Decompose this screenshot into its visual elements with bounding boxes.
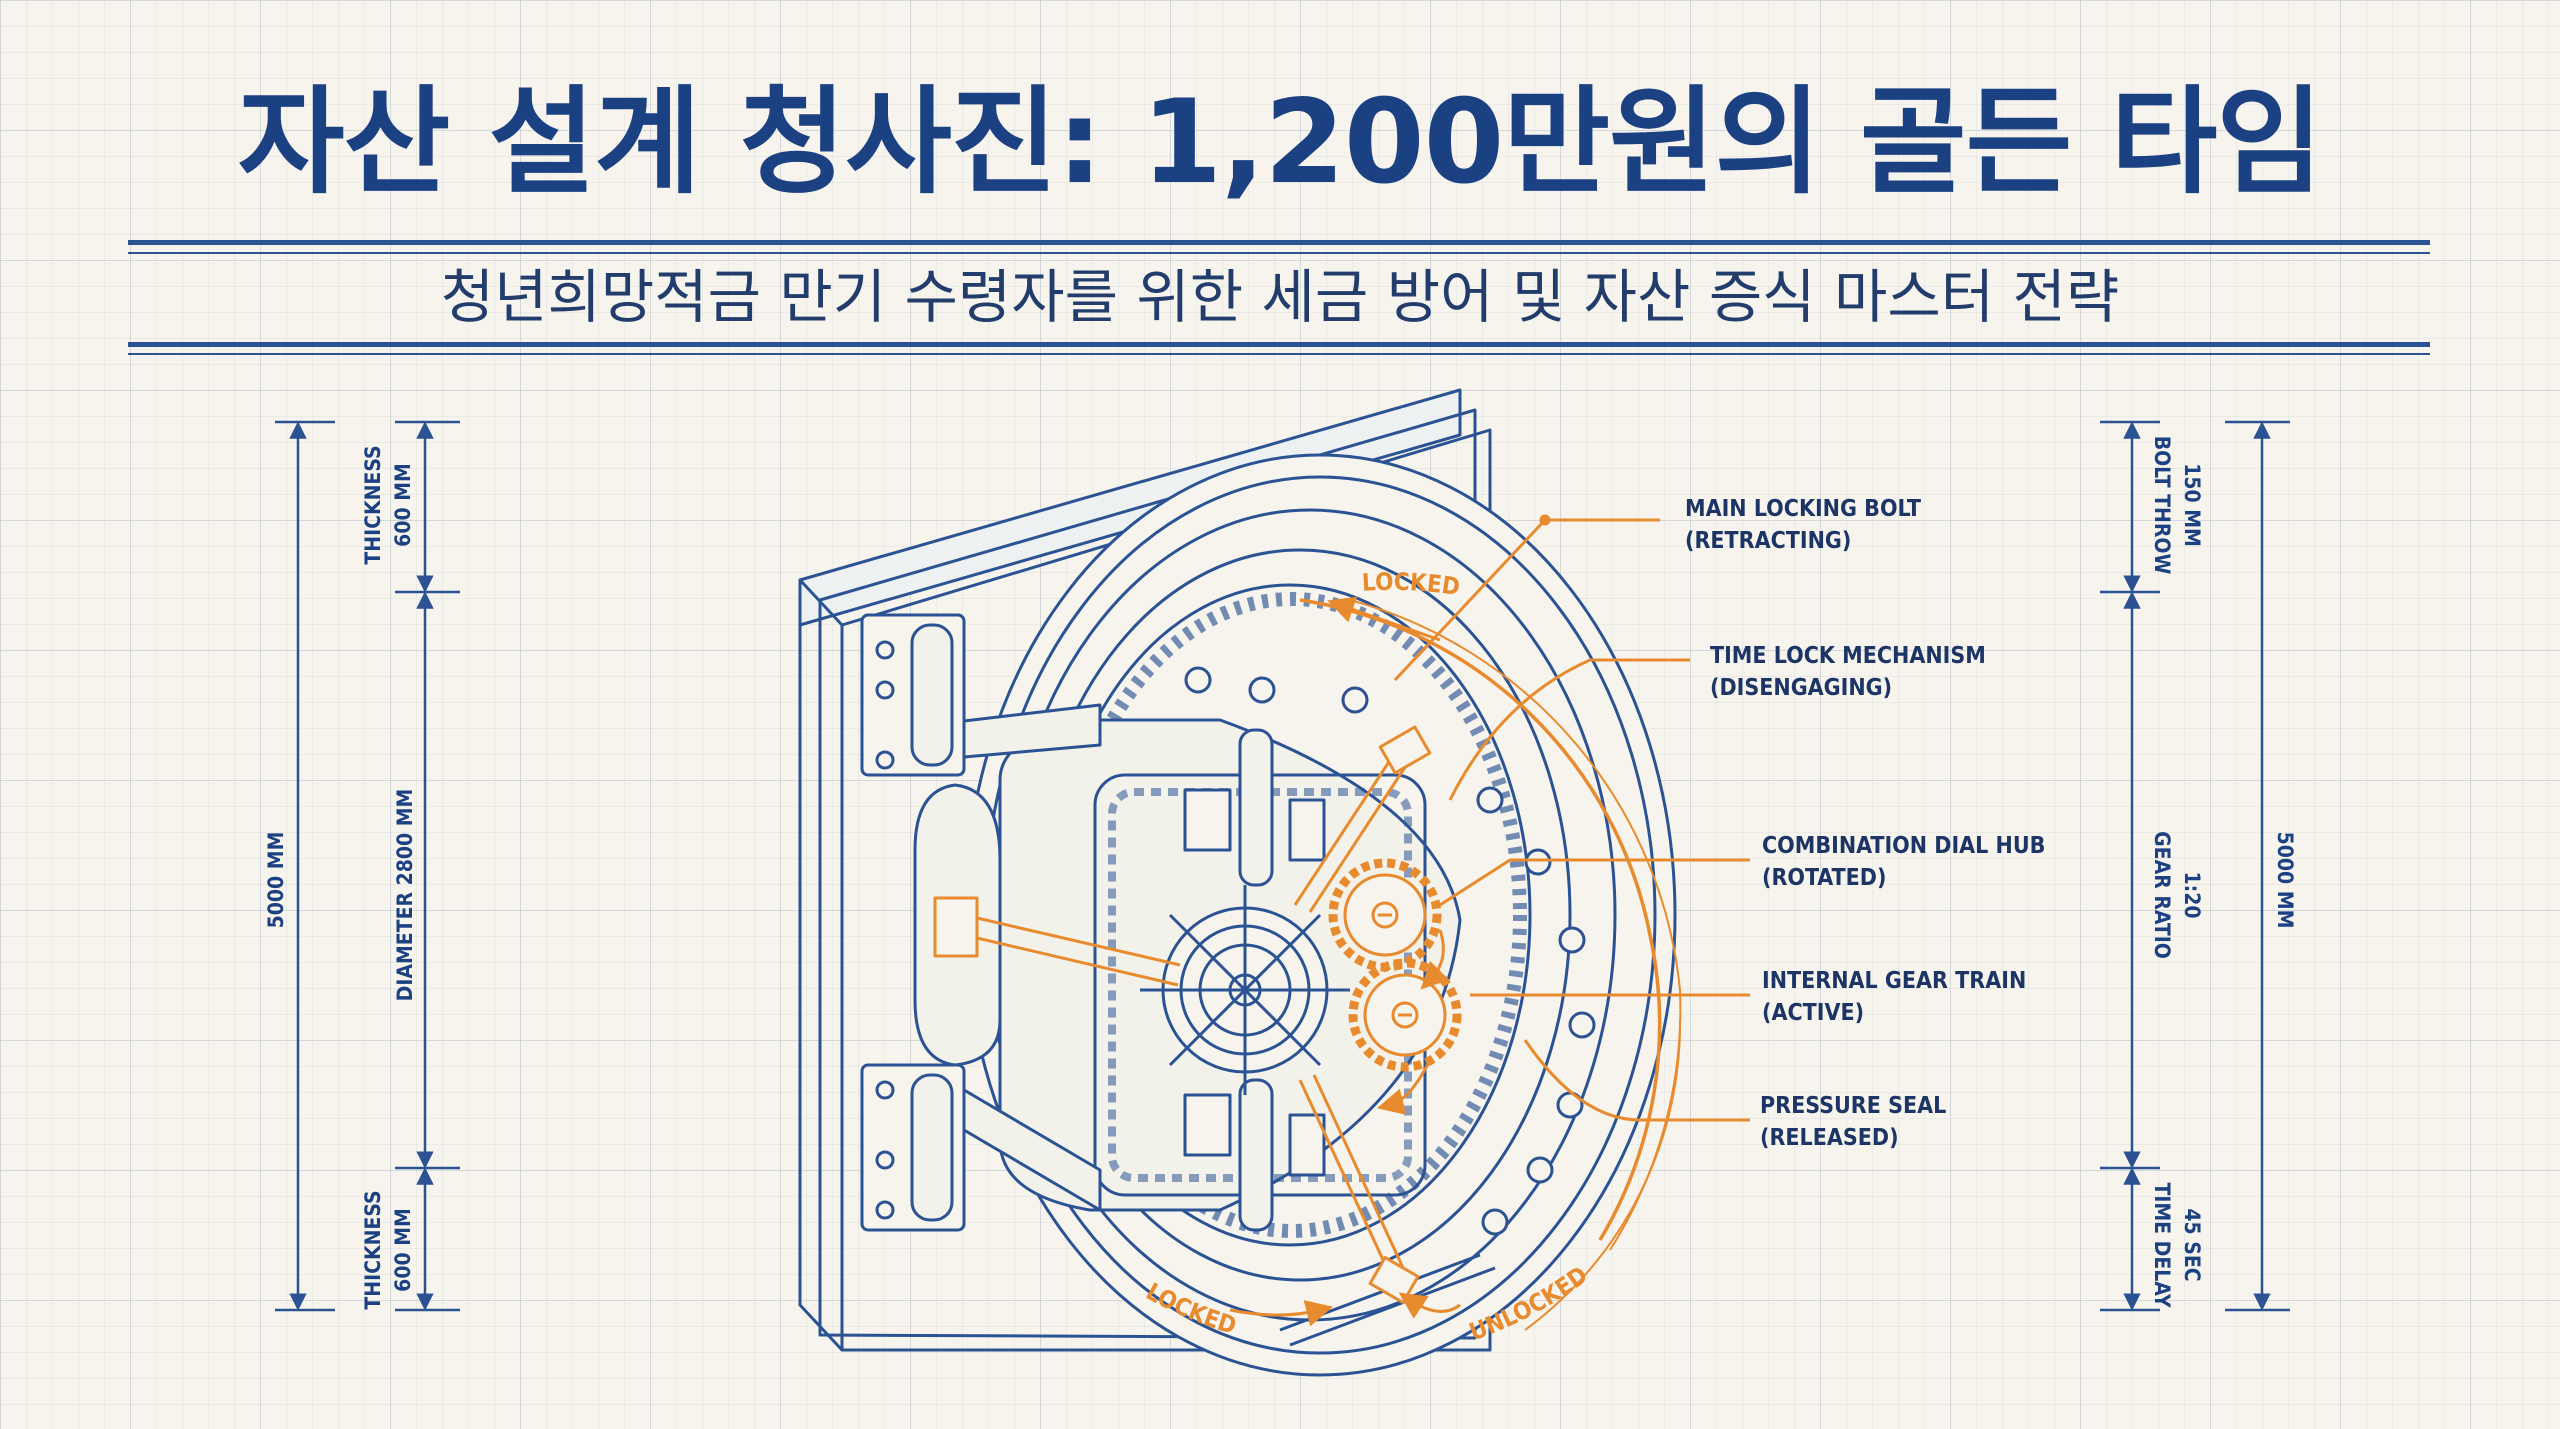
page-title: 자산 설계 청사진: 1,200만원의 골든 타임 (237, 75, 2323, 210)
callout-pressure-seal: PRESSURE SEAL (RELEASED) (1760, 1093, 1954, 1151)
subtitle-rule-thick (128, 342, 2430, 347)
left-bottom-thickness-value: 600 MM (391, 1208, 415, 1292)
top-locked-label: LOCKED (1361, 568, 1462, 601)
page-subtitle: 청년희망적금 만기 수령자를 위한 세금 방어 및 자산 증식 마스터 전략 (440, 263, 2120, 331)
callout-time-lock: TIME LOCK MECHANISM (DISENGAGING) (1710, 643, 1993, 701)
callout-main-locking-bolt: MAIN LOCKING BOLT (RETRACTING) (1685, 496, 1928, 554)
callout-gear-train: INTERNAL GEAR TRAIN (ACTIVE) (1762, 968, 2033, 1026)
left-diameter-label: DIAMETER 2800 MM (393, 789, 417, 1002)
left-top-thickness-value: 600 MM (391, 463, 415, 547)
title-rule-top-thin (128, 252, 2430, 254)
left-dimension-lines (275, 420, 460, 1312)
left-top-thickness-label: THICKNESS (361, 445, 385, 564)
title-rule-top-thick (128, 240, 2430, 245)
left-bottom-thickness-label: THICKNESS (361, 1190, 385, 1309)
right-time-delay-label: TIME DELAY (2150, 1182, 2174, 1307)
right-gear-ratio-label: GEAR RATIO (2150, 831, 2174, 959)
left-total-label: 5000 MM (264, 832, 288, 929)
right-total-label: 5000 MM (2273, 832, 2297, 929)
right-time-delay-value: 45 SEC (2180, 1208, 2204, 1281)
subtitle-rule-thin (128, 353, 2430, 355)
right-dimension-lines (2100, 420, 2290, 1312)
vault-door-drawing (798, 388, 1677, 1377)
callout-combination-dial: COMBINATION DIAL HUB (ROTATED) (1762, 833, 2053, 891)
right-bolt-throw-value: 150 MM (2180, 463, 2204, 547)
locking-mechanism-drawing (933, 514, 1750, 1331)
right-gear-ratio-value: 1:20 (2180, 872, 2204, 919)
right-bolt-throw-label: BOLT THROW (2150, 436, 2174, 575)
